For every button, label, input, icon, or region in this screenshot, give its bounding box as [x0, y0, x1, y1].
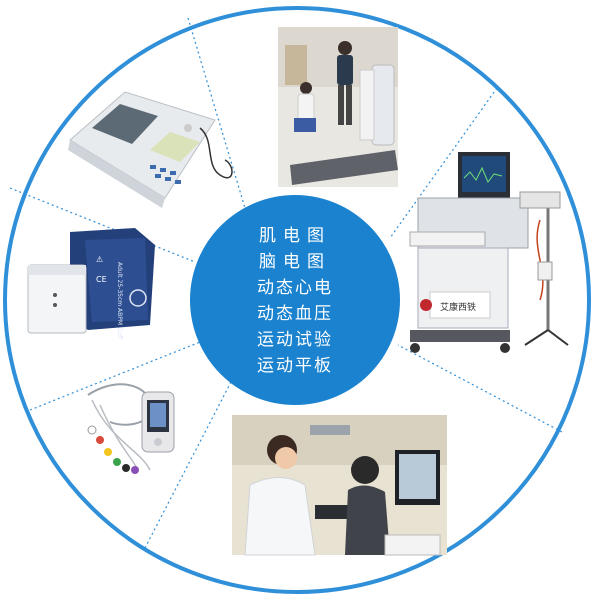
- divider-lines: [9, 17, 563, 549]
- divider-line: [397, 344, 563, 433]
- stress-test-cart-photo: 艾康西铁: [409, 152, 569, 353]
- exam-type-list: 肌电图 脑电图 动态心电 动态血压 运动试验 运动平板: [190, 196, 400, 406]
- blood-pressure-monitor-photo: Adult 25-35cm ABPM Cuff ⚠ CE: [27, 228, 155, 340]
- list-item-exercise-test: 运动试验: [257, 330, 333, 350]
- list-item-treadmill: 运动平板: [257, 356, 333, 376]
- list-item-holter-ecg: 动态心电: [257, 278, 333, 298]
- list-item-eeg: 脑电图: [259, 252, 331, 272]
- svg-text:CE: CE: [96, 275, 107, 284]
- emg-device-photo: [68, 91, 233, 208]
- list-item-abpm: 动态血压: [257, 304, 333, 324]
- treadmill-photo: [278, 27, 398, 187]
- center-circle: [190, 195, 400, 405]
- cart-brand-text: 艾康西铁: [440, 301, 476, 313]
- divider-line: [144, 379, 233, 549]
- divider-line: [9, 187, 196, 263]
- holter-ecg-recorder-photo: [87, 383, 175, 474]
- divider-line: [389, 87, 498, 239]
- svg-text:⚠: ⚠: [96, 255, 103, 264]
- list-item-emg: 肌电图: [259, 226, 331, 246]
- cuff-text: Adult 25-35cm ABPM Cuff: [116, 262, 123, 340]
- eeg-lab-photo: [232, 415, 447, 556]
- divider-line: [29, 339, 206, 411]
